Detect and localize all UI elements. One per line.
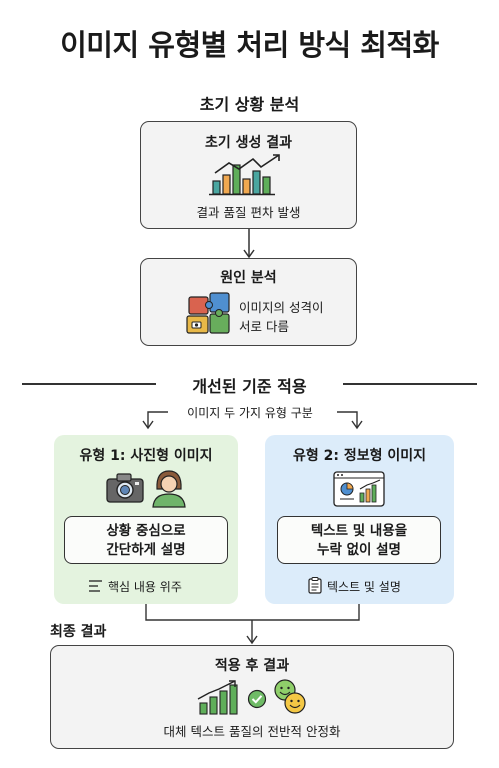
- split-connector: [142, 411, 363, 430]
- final-box-title: 적용 후 결과: [214, 658, 290, 674]
- cause-box-text-line1: 이미지의 성격이: [239, 300, 324, 315]
- generation-box-title: 초기 생성 결과: [204, 135, 293, 151]
- split-label: 이미지 두 가지 유형 구분: [187, 406, 313, 420]
- person-icon: [152, 470, 186, 508]
- cause-box-text-line2: 서로 다름: [239, 319, 289, 334]
- bar-chart-icon: [209, 154, 280, 196]
- type2-title: 유형 2: 정보형 이미지: [292, 448, 426, 464]
- final-result-box: 적용 후 결과 대체 텍스트 품질의 전반적 안정화: [50, 645, 454, 749]
- cause-box-title: 원인 분석: [220, 270, 277, 286]
- generation-box-subtitle: 결과 품질 편차 발생: [196, 205, 301, 220]
- final-section-label: 최종 결과: [50, 624, 107, 640]
- check-circle-icon: [247, 689, 267, 709]
- camera-icon: [106, 473, 144, 503]
- cause-analysis-box: 원인 분석 이미지의 성격이 서로 다름: [140, 258, 357, 346]
- clipboard-icon: [308, 577, 322, 594]
- type2-desc-line2: 누락 없이 설명: [317, 542, 401, 558]
- merge-connector: [145, 604, 360, 645]
- dashboard-icon: [333, 471, 385, 507]
- type2-panel: 유형 2: 정보형 이미지 텍스트 및 내용을 누락 없이 설명 텍스트 및 설…: [265, 435, 454, 604]
- type1-desc-line1: 상황 중심으로: [106, 523, 186, 539]
- page-title: 이미지 유형별 처리 방식 최적화: [60, 28, 439, 62]
- type1-footer: 핵심 내용 위주: [108, 580, 182, 594]
- initial-generation-box: 초기 생성 결과 결과 품질 편차 발생: [140, 121, 357, 229]
- type1-desc-line2: 간단하게 설명: [106, 542, 186, 558]
- arrow-down-icon: [243, 229, 255, 259]
- type1-description-box: 상황 중심으로 간단하게 설명: [64, 516, 228, 564]
- list-icon: [89, 580, 102, 592]
- type2-footer: 텍스트 및 설명: [327, 580, 401, 594]
- divider-right: [343, 383, 477, 385]
- type1-title: 유형 1: 사진형 이미지: [79, 448, 213, 464]
- smiley-faces-icon: [274, 679, 306, 714]
- growth-chart-icon: [197, 680, 238, 715]
- divider-left: [22, 383, 156, 385]
- type2-description-box: 텍스트 및 내용을 누락 없이 설명: [277, 516, 441, 564]
- initial-section-label: 초기 상황 분석: [199, 95, 300, 114]
- improved-section-label: 개선된 기준 적용: [192, 377, 307, 396]
- final-box-subtitle: 대체 텍스트 품질의 전반적 안정화: [163, 724, 341, 739]
- puzzle-icon: [186, 292, 230, 334]
- type2-desc-line1: 텍스트 및 내용을: [310, 523, 408, 539]
- type1-panel: 유형 1: 사진형 이미지 상황 중심으로 간단하게 설명 핵심 내용 위주: [54, 435, 238, 604]
